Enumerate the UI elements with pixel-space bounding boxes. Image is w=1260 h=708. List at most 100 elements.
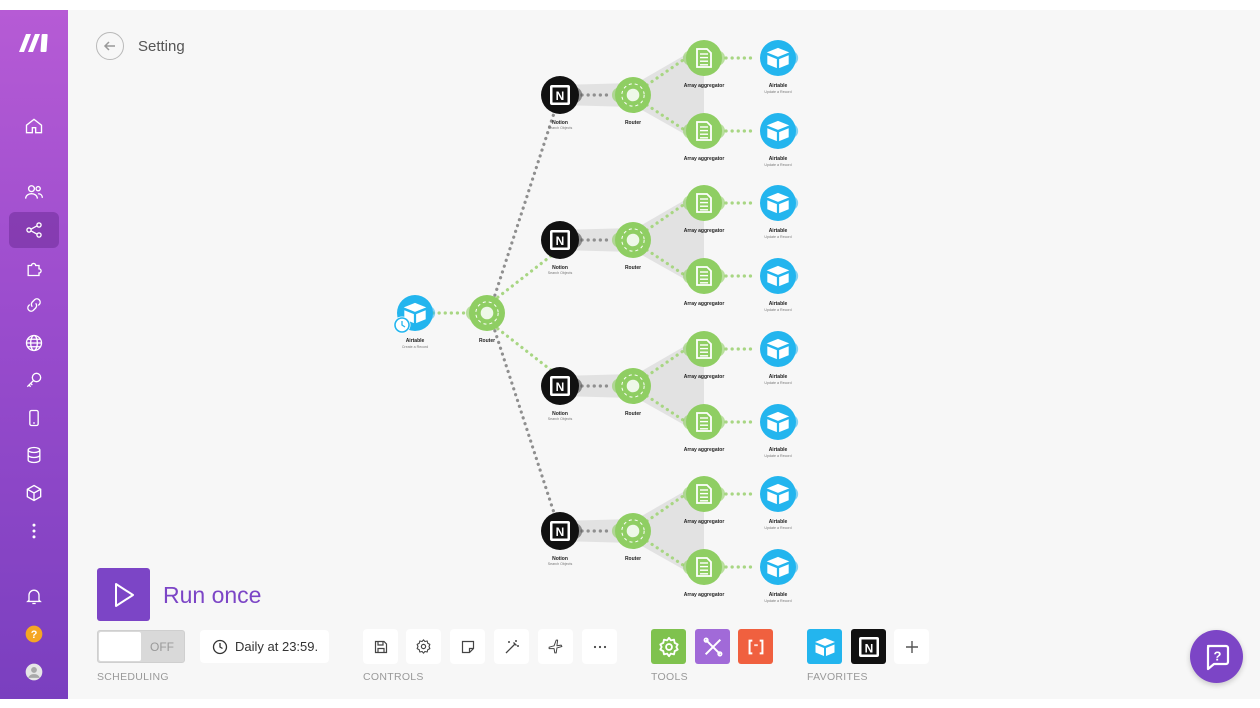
home-icon[interactable] <box>9 108 59 144</box>
favorite-notion-button[interactable]: N <box>851 629 886 664</box>
tools-utilities-button[interactable] <box>695 629 730 664</box>
make-logo[interactable] <box>17 30 51 54</box>
devices-icon[interactable] <box>9 400 59 436</box>
router-icon <box>480 306 494 320</box>
array-aggregator-module[interactable]: Array aggregator <box>682 549 726 598</box>
module-name: Airtable <box>769 447 788 453</box>
datastores-icon[interactable] <box>9 437 59 473</box>
page-title: Setting <box>138 38 185 55</box>
back-button[interactable] <box>96 32 124 60</box>
more-icon[interactable] <box>9 513 59 549</box>
scheduling-label: SCHEDULING <box>97 671 169 683</box>
scenario-settings-button[interactable] <box>406 629 441 664</box>
array-aggregator-module[interactable]: Array aggregator <box>682 404 726 453</box>
connections-icon[interactable] <box>9 287 59 323</box>
airtable-icon <box>767 55 777 69</box>
array-aggregator-module[interactable]: Array aggregator <box>682 185 726 234</box>
schedule-button[interactable]: Daily at 23:59. <box>200 630 329 663</box>
module-name: Router <box>625 120 641 126</box>
datastructures-icon[interactable] <box>9 475 59 511</box>
module-name: Airtable <box>769 301 788 307</box>
avatar-icon[interactable] <box>9 654 59 690</box>
route-line[interactable] <box>645 248 688 278</box>
more-controls-button[interactable] <box>582 629 617 664</box>
router-module[interactable]: Router <box>611 513 651 562</box>
router-module[interactable]: Router <box>611 222 651 271</box>
module-name: Airtable <box>406 338 425 344</box>
route-line[interactable] <box>645 347 688 378</box>
array-aggregator-icon <box>696 557 712 577</box>
route-line[interactable] <box>645 56 688 87</box>
route-line[interactable] <box>491 323 558 521</box>
scheduling-toggle[interactable]: OFF <box>97 630 185 663</box>
airtable-icon <box>767 419 777 433</box>
tools-label: TOOLS <box>651 671 688 683</box>
array-aggregator-module[interactable]: Array aggregator <box>682 113 726 162</box>
router-icon <box>626 88 640 102</box>
module-action: Update a Record <box>764 163 791 167</box>
controls-label: CONTROLS <box>363 671 424 683</box>
auto-align-button[interactable] <box>494 629 529 664</box>
schedule-badge-icon[interactable] <box>393 316 411 334</box>
sidebar: ? <box>0 10 68 699</box>
tools-flow-control-button[interactable] <box>651 629 686 664</box>
notes-button[interactable] <box>450 629 485 664</box>
webhooks-icon[interactable] <box>9 325 59 361</box>
router-module[interactable]: Router <box>611 368 651 417</box>
scenarios-icon[interactable] <box>9 212 59 248</box>
route-line[interactable] <box>491 323 558 376</box>
array-aggregator-icon <box>696 193 712 213</box>
route-line[interactable] <box>645 103 688 133</box>
array-aggregator-module[interactable]: Array aggregator <box>682 476 726 525</box>
team-icon[interactable] <box>9 174 59 210</box>
favorites-label: FAVORITES <box>807 671 868 683</box>
route-line[interactable] <box>491 250 558 303</box>
play-icon <box>114 582 134 607</box>
tools-text-parser-button[interactable] <box>738 629 773 664</box>
bell-icon[interactable] <box>9 578 59 614</box>
arrow-left-icon <box>103 41 115 51</box>
favorite-airtable-button[interactable] <box>807 629 842 664</box>
run-once-button[interactable] <box>97 568 150 621</box>
keys-icon[interactable] <box>9 362 59 398</box>
airtable-icon <box>767 128 777 142</box>
array-aggregator-module[interactable]: Array aggregator <box>682 40 726 89</box>
module-name: Array aggregator <box>684 83 725 89</box>
route-line[interactable] <box>645 394 688 424</box>
route-line[interactable] <box>645 201 688 232</box>
module-action: Create a Record <box>402 345 428 349</box>
run-once-label[interactable]: Run once <box>163 582 262 608</box>
save-button[interactable] <box>363 629 398 664</box>
router-module[interactable]: Router <box>611 77 651 126</box>
module-action: Update a Record <box>764 454 791 458</box>
route-band <box>633 480 704 581</box>
array-aggregator-icon <box>696 48 712 68</box>
array-aggregator-module[interactable]: Array aggregator <box>682 258 726 307</box>
module-name: Router <box>625 411 641 417</box>
route-line[interactable] <box>645 539 688 569</box>
main-router-module[interactable]: Router <box>465 295 505 344</box>
module-action: Update a Record <box>764 526 791 530</box>
add-favorite-button[interactable] <box>894 629 929 664</box>
explain-flow-button[interactable] <box>538 629 573 664</box>
route-line[interactable] <box>645 492 688 523</box>
route-line[interactable] <box>491 105 558 303</box>
help-icon[interactable]: ? <box>9 616 59 652</box>
templates-icon[interactable] <box>9 250 59 286</box>
array-aggregator-module[interactable]: Array aggregator <box>682 331 726 380</box>
help-chat-button[interactable]: ? <box>1190 630 1243 683</box>
